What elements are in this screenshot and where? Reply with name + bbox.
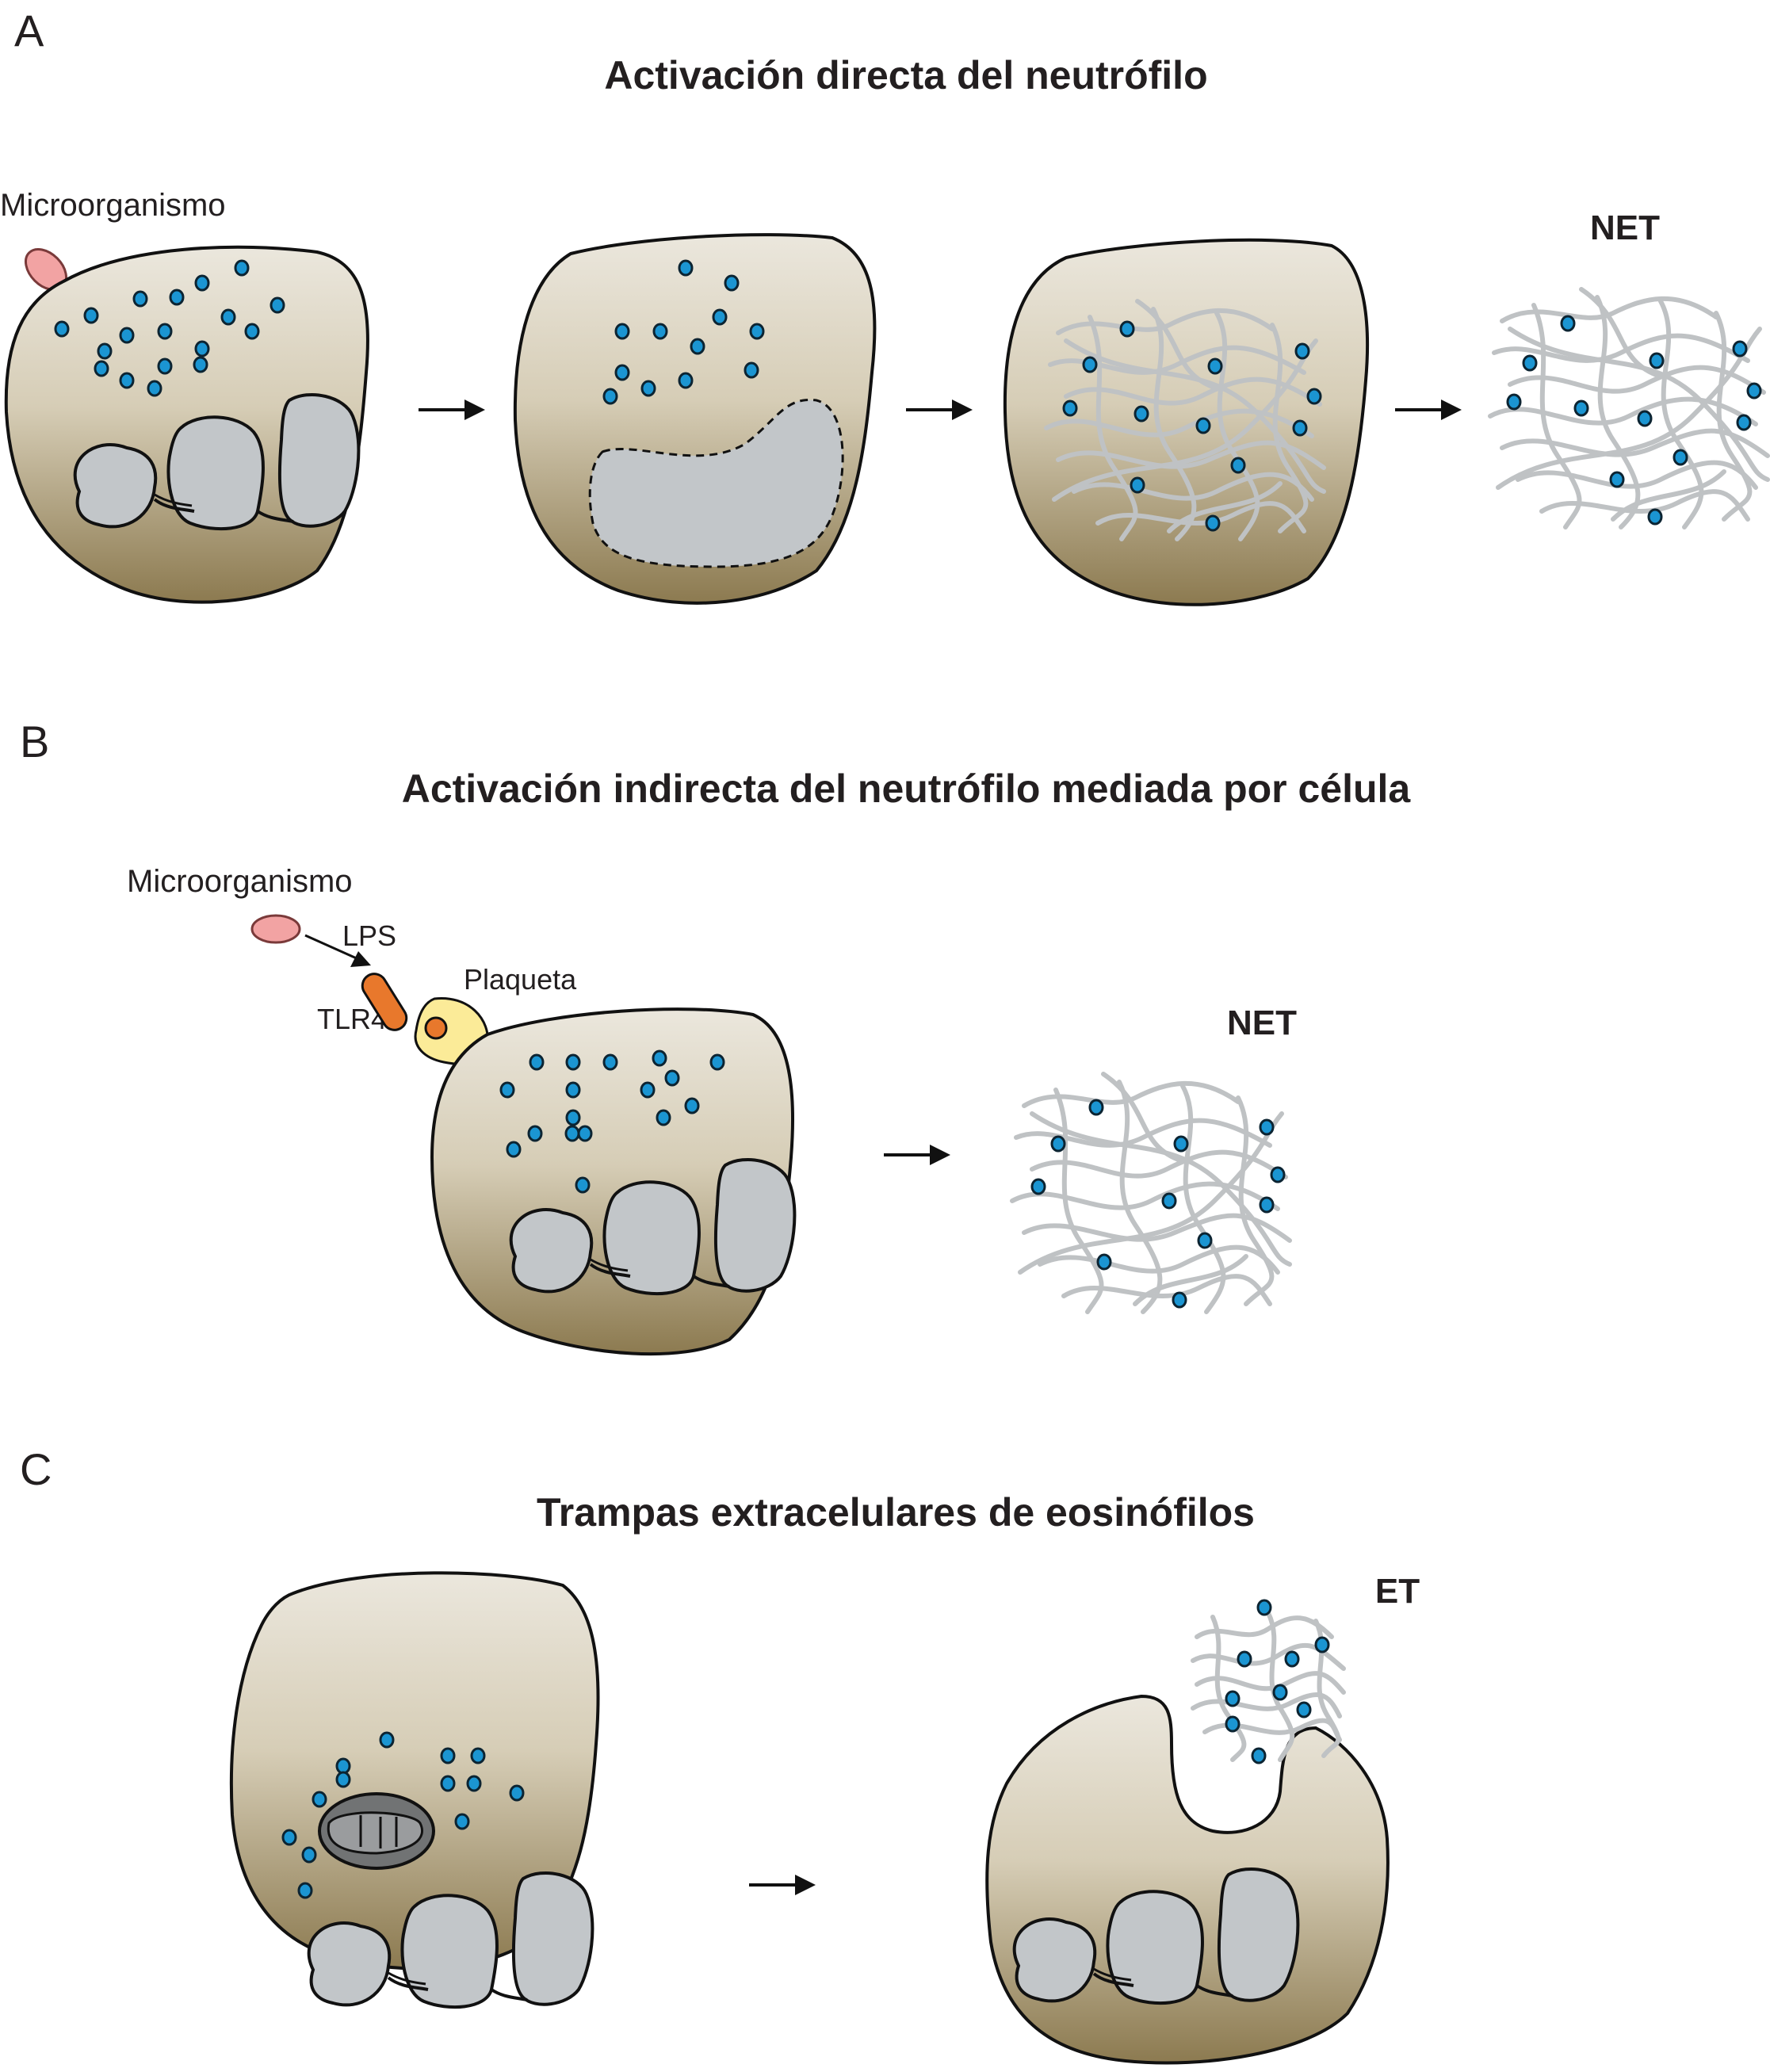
eosinophil-cell-c1 [229,1571,600,2009]
eosinophil-cell-c2 [985,1694,1390,2065]
net-fibers-a [1490,289,1768,527]
right-arrow-icon [904,398,974,422]
panel-a-title: Activación directa del neutrófilo [604,53,1207,97]
lps-label: LPS [342,919,396,952]
right-arrow-icon [882,1143,952,1167]
panel-a-letter: A [14,6,44,55]
panel-b-microorganism-label: Microorganismo [127,864,353,899]
right-arrow-icon [417,398,487,422]
panel-a-net-label: NET [1590,208,1660,247]
neutrophil-cell-a2 [513,233,877,605]
neutrophil-cell-b [430,1007,797,1356]
panel-c-letter: C [20,1444,52,1494]
right-arrow-icon [1393,398,1463,422]
net-fibers-b [1012,1074,1290,1312]
tlr4-receptor-head [424,1016,448,1040]
panel-c-title: Trampas extracelulares de eosinófilos [537,1490,1255,1535]
tlr4-receptor [361,973,408,1031]
right-arrow-icon [747,1873,817,1897]
microorganism-icon [250,914,301,944]
panel-c-et-label: ET [1375,1572,1420,1611]
panel-b-title: Activación indirecta del neutrófilo medi… [402,766,1412,811]
panel-b-letter: B [20,717,49,766]
neutrophil-cell-a1 [4,245,369,604]
platelet-label: Plaqueta [464,963,577,996]
neutrophil-cell-a3 [1003,238,1370,606]
lps-arrow [304,934,359,961]
lps-arrowhead [350,951,371,967]
panel-a-microorganism-label: Microorganismo [0,188,226,223]
panel-b-net-label: NET [1227,1004,1297,1042]
